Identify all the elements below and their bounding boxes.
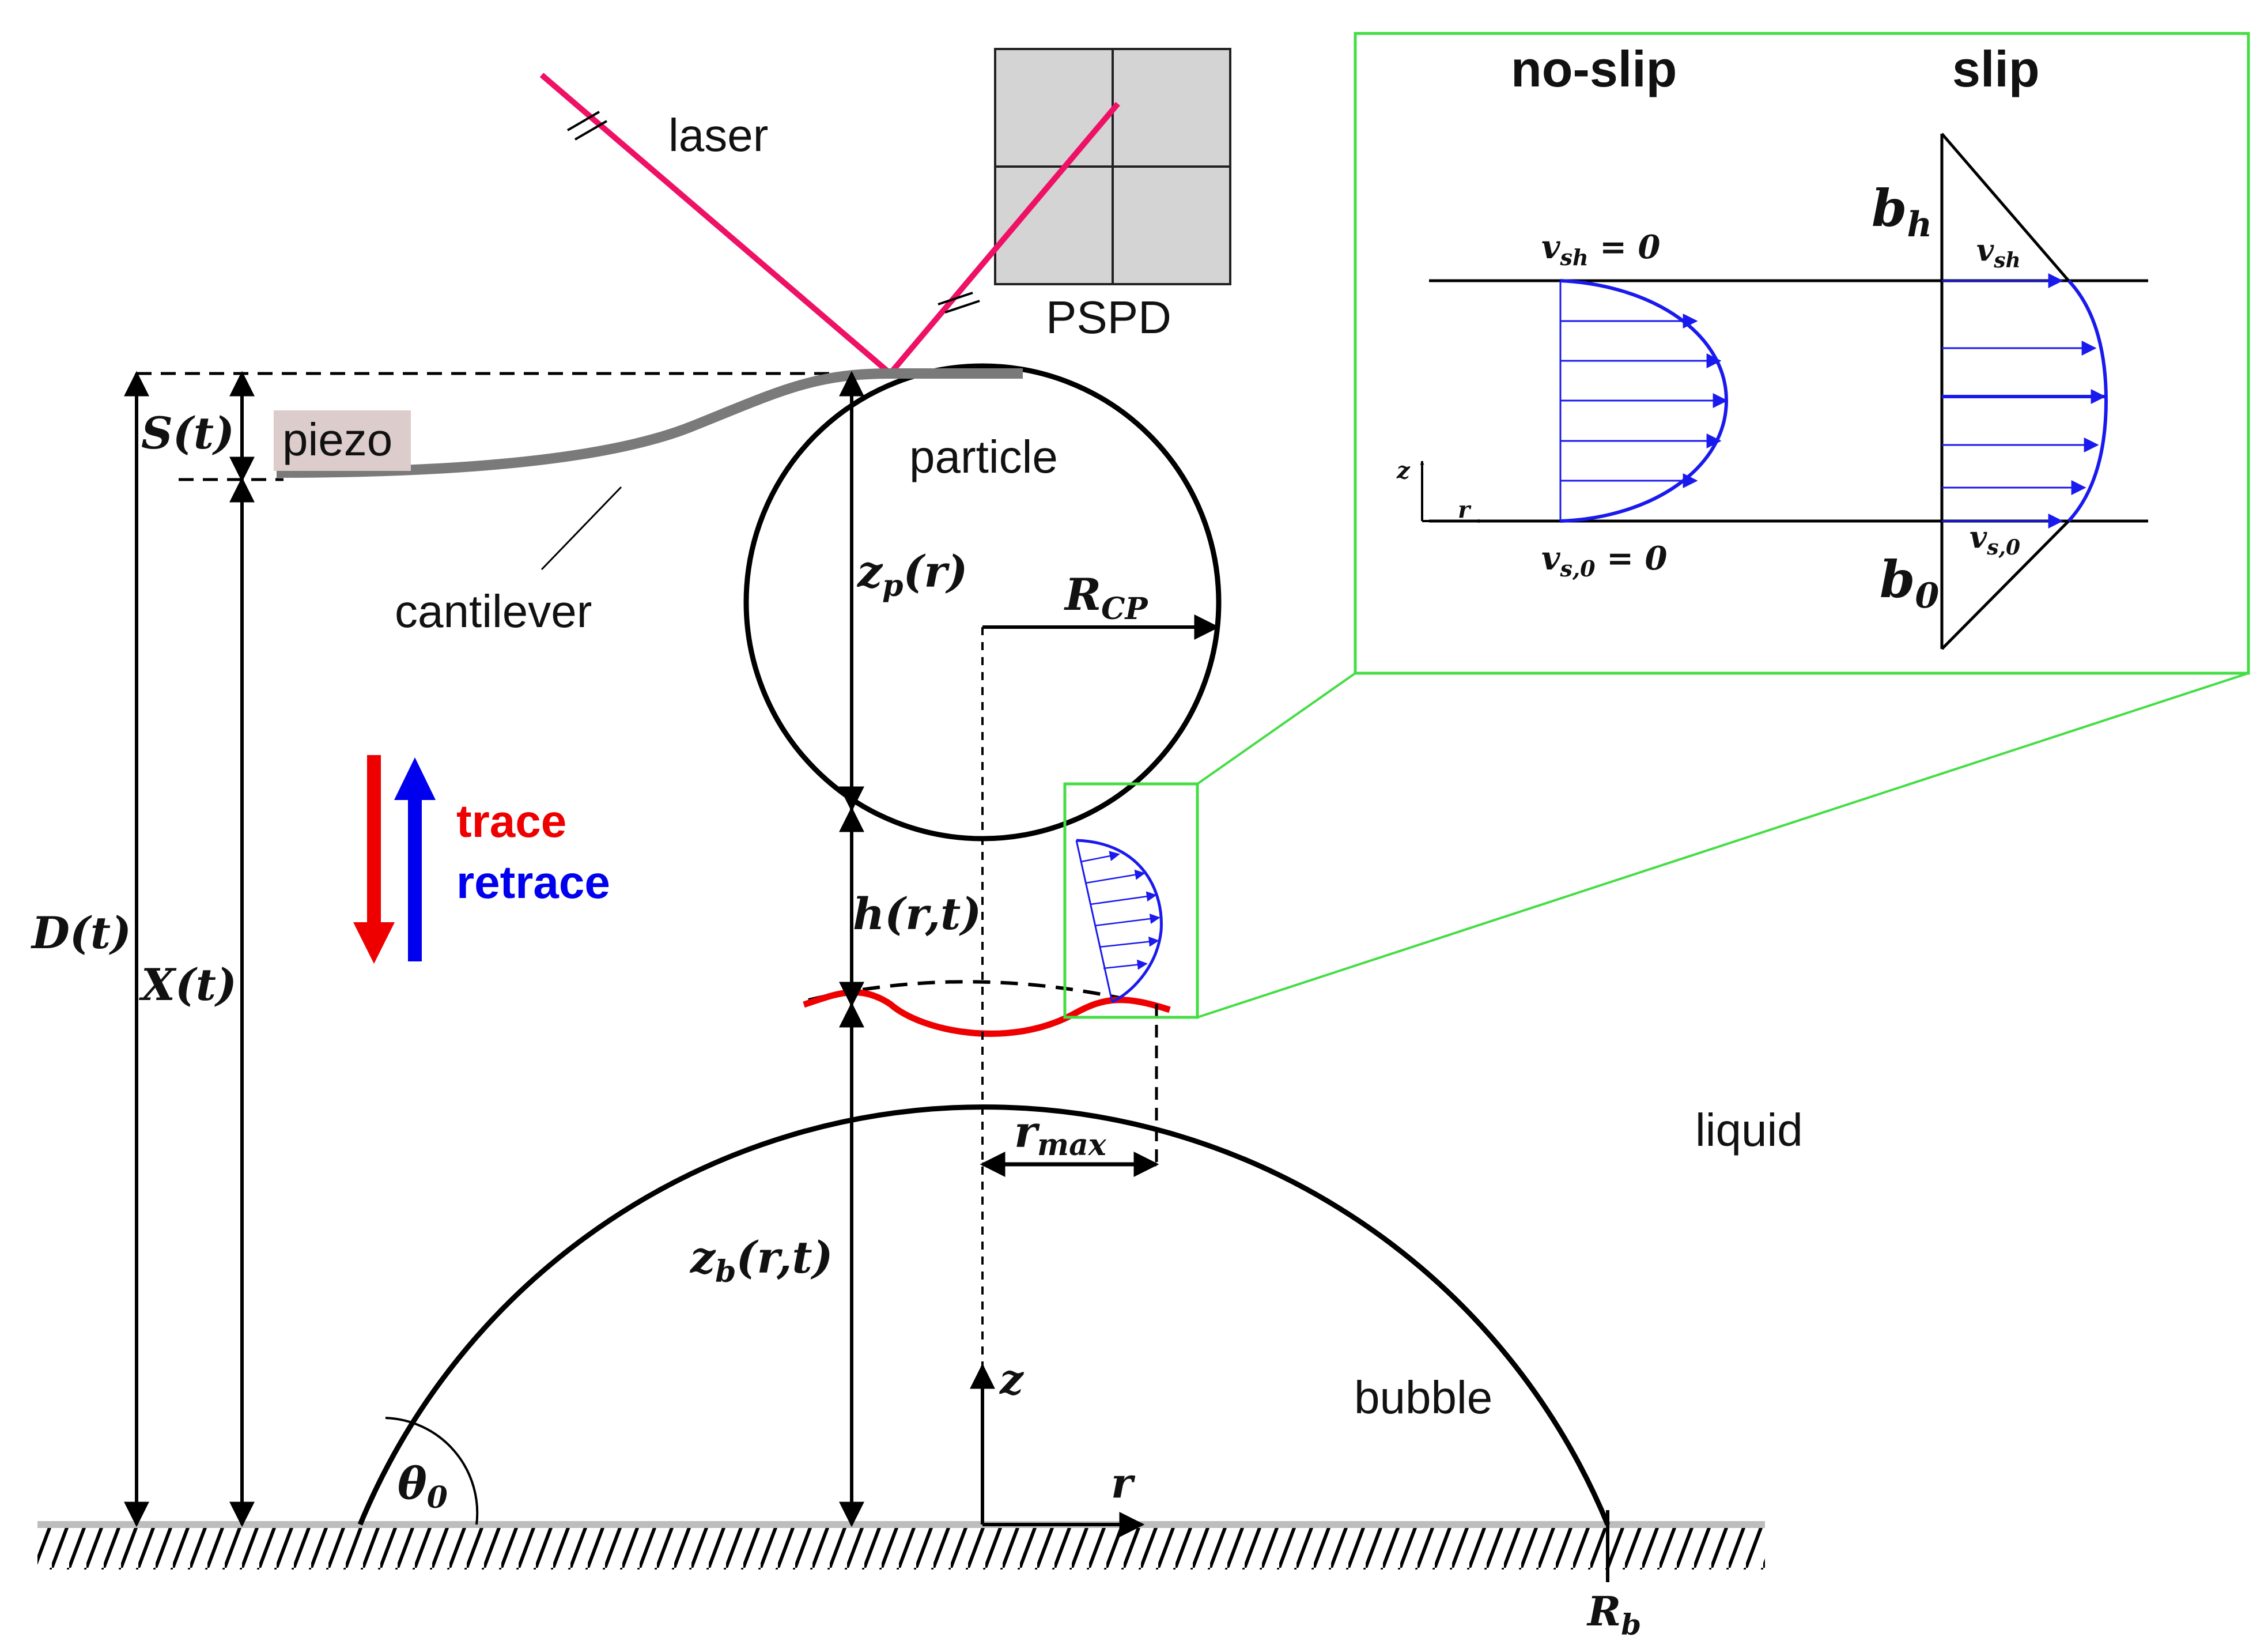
inset-title-slip: slip	[1952, 40, 2040, 97]
zp-label: zp(r)	[856, 546, 968, 603]
noslip-profile	[1559, 279, 1729, 523]
bubble-deformed-surface	[803, 989, 1171, 1037]
inset-title-noslip: no-slip	[1511, 40, 1677, 97]
laser-break-marks	[566, 111, 980, 314]
trace-arrow	[353, 755, 395, 964]
inset-frame	[1354, 32, 2250, 675]
cantilever-label: cantilever	[395, 586, 592, 637]
zoom-connector-bottom	[1197, 672, 2249, 1018]
rcp-label: RCP	[1064, 569, 1149, 627]
rb-label: Rb	[1586, 1587, 1641, 1642]
inset-vs0-label: vs,0	[1970, 520, 2020, 560]
zoom-region-box	[1063, 782, 1199, 1019]
retrace-label: retrace	[456, 857, 610, 908]
inset-vs0-eq0: vs,0 = 0	[1541, 539, 1668, 582]
cantilever-leader	[540, 486, 622, 571]
laser-label: laser	[668, 110, 768, 161]
pspd-label: PSPD	[1046, 292, 1171, 343]
particle-label: particle	[909, 431, 1058, 482]
inset-b0-label: b0	[1880, 549, 1940, 616]
pspd-detector	[994, 48, 1231, 285]
piezo-block	[274, 410, 411, 471]
inset-vsh-eq0: vsh = 0	[1541, 228, 1660, 270]
theta-label: θ0	[398, 1458, 448, 1515]
inset-axis-z-label: z	[1396, 457, 1411, 484]
trace-label: trace	[456, 795, 566, 847]
s-label: S(t)	[141, 408, 235, 459]
axis-r-label: r	[1111, 1458, 1136, 1507]
contact-angle-arc	[385, 1417, 479, 1525]
h-label: h(r,t)	[853, 888, 981, 940]
cantilever	[276, 368, 1023, 478]
rmax-label: rmax	[1014, 1106, 1107, 1163]
liquid-label: liquid	[1695, 1104, 1803, 1156]
substrate-hatch	[37, 1525, 1765, 1569]
retrace-arrow	[394, 757, 436, 961]
bubble-label: bubble	[1354, 1372, 1492, 1423]
slip-profile	[1942, 273, 2108, 529]
zoom-connector-top	[1196, 672, 1356, 785]
x-label: X(t)	[139, 959, 237, 1010]
axis-z-label: z	[999, 1355, 1025, 1403]
piezo-label: piezo	[282, 414, 392, 465]
inset-axis-r-label: r	[1458, 496, 1472, 523]
small-flow-profile	[1075, 839, 1163, 1003]
zb-label: zb(r,t)	[689, 1232, 833, 1289]
inset-vsh-label: vsh	[1976, 233, 2021, 273]
bubble-outline	[357, 1104, 1611, 1526]
d-label: D(t)	[31, 907, 131, 959]
inset-bh-label: bh	[1872, 178, 1932, 245]
